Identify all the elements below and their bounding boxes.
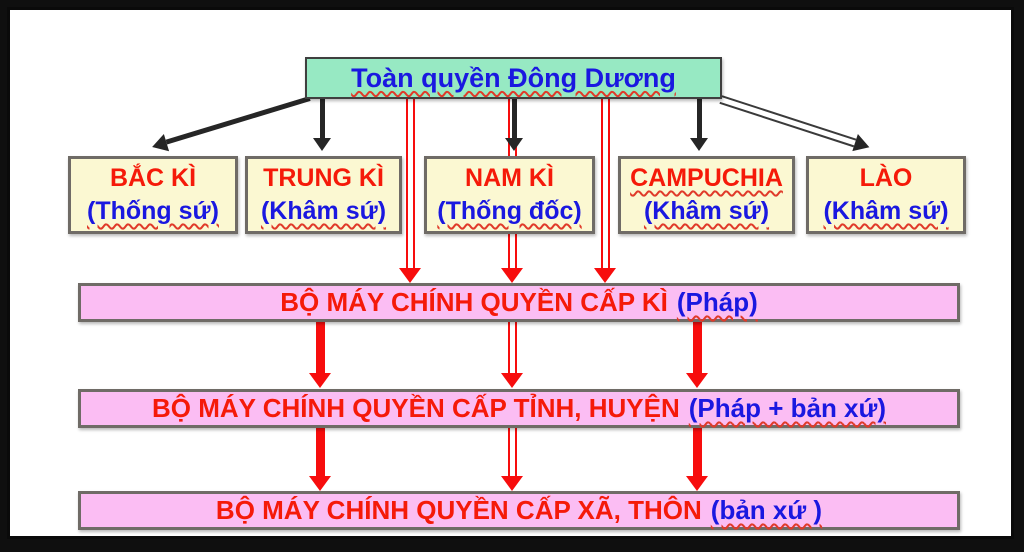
arrow-shaft: [696, 99, 702, 138]
node-region-lao: LÀO (Khâm sứ): [806, 156, 966, 234]
arrow-shaft: [507, 322, 517, 373]
arrow-shaft: [507, 428, 517, 476]
level-title: BỘ MÁY CHÍNH QUYỀN CẤP KÌ: [280, 287, 668, 317]
arrow-head-icon: [686, 476, 708, 491]
node-governor-general: Toàn quyền Đông Dương: [305, 57, 722, 99]
arrow-red-level1-to-level2-right: [686, 322, 708, 388]
level-title: BỘ MÁY CHÍNH QUYỀN CẤP TỈNH, HUYỆN: [151, 393, 680, 423]
arrow-head-icon: [501, 373, 523, 388]
arrow-black-to-trung-ki: [311, 99, 333, 151]
region-name: LÀO: [859, 164, 913, 192]
arrow-red-level2-to-level3-right: [686, 428, 708, 491]
level-title: BỘ MÁY CHÍNH QUYỀN CẤP XÃ, THÔN: [215, 495, 702, 525]
arrow-red-level1-to-level2-center: [501, 322, 523, 388]
level-note: (bản xứ ): [710, 495, 823, 525]
arrow-head-icon: [686, 373, 708, 388]
level-bar-tinh-huyen: BỘ MÁY CHÍNH QUYỀN CẤP TỈNH, HUYỆN (Pháp…: [78, 389, 960, 428]
node-region-nam-ki: NAM KÌ (Thống đốc): [424, 156, 595, 234]
arrow-shaft: [600, 99, 610, 268]
arrow-black-to-nam-ki: [503, 99, 525, 151]
arrow-shaft: [315, 322, 325, 373]
arrow-red-level2-to-level3-center: [501, 428, 523, 491]
arrow-head-icon: [309, 373, 331, 388]
arrow-black-to-campuchia: [688, 99, 710, 151]
arrow-red-level1-to-level2-left: [309, 322, 331, 388]
arrow-head-icon: [309, 476, 331, 491]
region-name: BẮC KÌ: [109, 164, 197, 192]
arrow-red-root-to-level1-right: [594, 99, 616, 283]
arrow-head-icon: [690, 138, 708, 151]
region-title: (Thống đốc): [437, 197, 582, 225]
region-title: (Khâm sứ): [823, 197, 949, 225]
arrow-shaft: [319, 99, 325, 138]
arrow-shaft: [692, 322, 702, 373]
node-label: Toàn quyền Đông Dương: [351, 62, 676, 93]
region-title: (Khâm sứ): [260, 197, 387, 225]
arrow-shaft: [511, 99, 517, 138]
arrow-head-icon: [594, 268, 616, 283]
level-note: (Pháp): [676, 287, 758, 317]
region-name: TRUNG KÌ: [263, 164, 384, 192]
level-bar-xa-thon: BỘ MÁY CHÍNH QUYỀN CẤP XÃ, THÔN (bản xứ …: [78, 491, 960, 530]
arrow-head-icon: [501, 476, 523, 491]
arrow-red-level2-to-level3-left: [309, 428, 331, 491]
arrow-head-icon: [313, 138, 331, 151]
arrow-head-icon: [399, 268, 421, 283]
node-region-trung-ki: TRUNG KÌ (Khâm sứ): [245, 156, 402, 234]
arrow-red-root-to-level1-left: [399, 99, 421, 283]
level-note: (Pháp + bản xứ): [688, 393, 886, 423]
region-name: NAM KÌ: [465, 164, 554, 192]
arrow-shaft: [405, 99, 415, 268]
region-name: CAMPUCHIA: [630, 164, 783, 192]
level-bar-ki: BỘ MÁY CHÍNH QUYỀN CẤP KÌ (Pháp): [78, 283, 960, 322]
arrow-head-icon: [505, 138, 523, 151]
region-title: (Thống sứ): [87, 197, 219, 225]
arrow-head-icon: [501, 268, 523, 283]
region-title: (Khâm sứ): [643, 197, 770, 225]
arrow-shaft: [315, 428, 325, 476]
node-region-bac-ki: BẮC KÌ (Thống sứ): [68, 156, 238, 234]
node-region-campuchia: CAMPUCHIA (Khâm sứ): [618, 156, 795, 234]
arrow-shaft: [692, 428, 702, 476]
